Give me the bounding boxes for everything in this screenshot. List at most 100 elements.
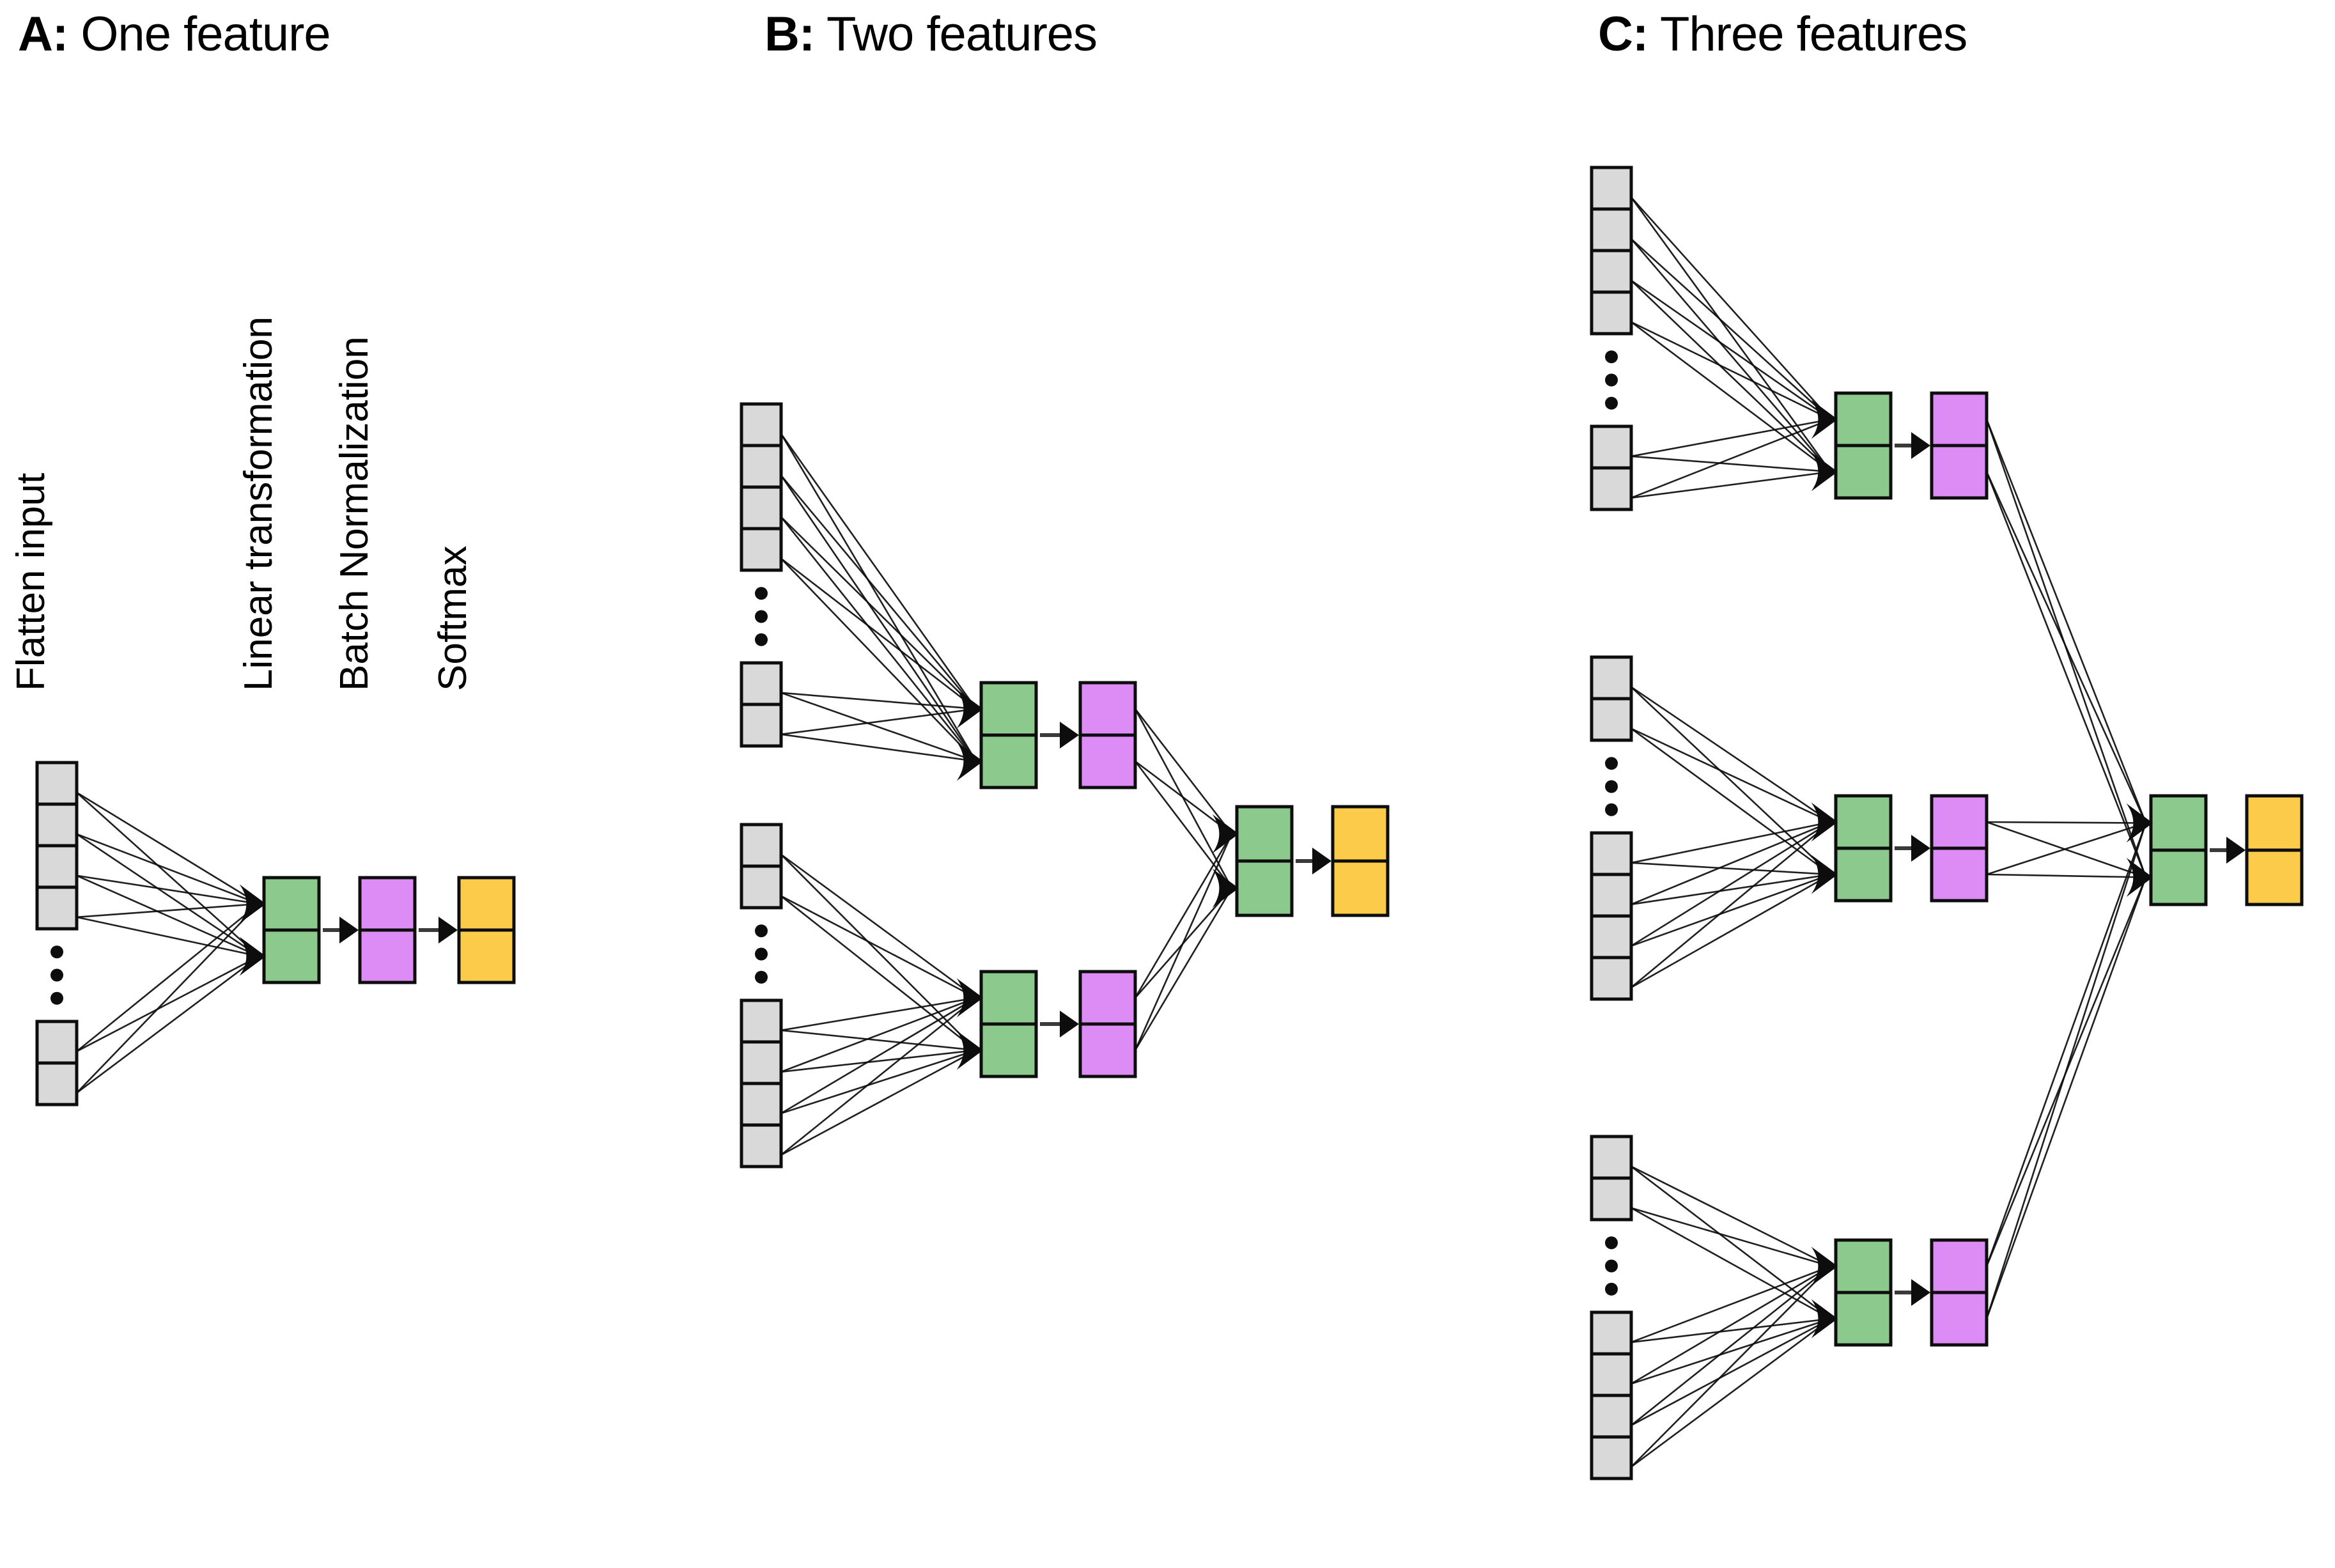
input-cell [740,485,783,531]
softmax-cell [457,928,516,984]
ellipsis-dot [1605,373,1618,387]
linear-block [979,970,1038,1078]
merge-softmax-block [1331,805,1390,917]
panel-one-feature [35,761,516,1106]
branch-2 [1590,655,1989,1001]
flatten-input-stack [35,761,79,1106]
linear-cell [1834,1291,1893,1347]
flow-arrow [2210,837,2246,864]
linear-cell [1834,846,1893,903]
batchnorm-block [1930,391,1989,500]
connection-line [1134,761,1233,889]
merge-linear-cell [1235,805,1294,863]
ellipsis-dot [755,924,768,938]
merge-linear-block [2149,794,2208,906]
ellipsis-dot [1605,803,1618,816]
merge-linear-block [1235,805,1294,917]
batchnorm-cell [1930,846,1989,903]
linear-block [979,681,1038,789]
connection-line [780,1049,977,1156]
input-cell [35,844,79,889]
arrowhead [2126,857,2153,897]
flow-arrow [1895,1279,1930,1306]
arrowhead [956,689,983,729]
input-cell [740,998,783,1044]
connection-line [1986,822,2146,876]
connection-line [1985,419,2147,823]
connection-line [76,874,260,905]
input-cell [1590,1176,1633,1222]
connection-line [780,475,977,762]
merge-edges [1134,708,1233,889]
linear-cell [1834,444,1893,500]
linear-block [262,876,321,984]
linear-cell [979,733,1038,789]
panel-caption: Two features [814,7,1098,61]
batchnorm-block [1078,681,1137,789]
input-cell [740,1040,783,1085]
ellipsis-dot [755,970,768,984]
arrowhead [1811,802,1838,842]
connection-line [76,833,260,958]
connection-line [1986,873,2146,878]
flow-arrow [1895,835,1930,862]
connection-line [780,516,977,710]
input-cell [1590,831,1633,876]
connection-edges [780,433,983,781]
ellipsis-dot [755,947,768,961]
input-cell [740,702,783,748]
ellipsis-dot [755,633,768,646]
batchnorm-cell [1930,391,1989,447]
connection-line [1631,1317,1831,1344]
connection-line [780,1049,977,1073]
batchnorm-cell [358,876,417,932]
connection-line [1631,1317,1831,1468]
panel-two-features [740,402,1390,1168]
connection-line [1631,418,1831,458]
linear-cell [262,928,321,984]
connection-line [1631,418,1831,499]
linear-cell [979,970,1038,1026]
merge-linear-cell [1235,859,1294,917]
input-cell [1590,1435,1633,1480]
connection-line [780,895,977,999]
connection-line [1631,1266,1831,1468]
input-cell [740,444,783,489]
input-cell [740,661,783,706]
connection-line [1631,821,1831,864]
connection-line [1631,1317,1831,1426]
ellipsis-dot [755,610,768,623]
linear-cell [1834,391,1893,447]
input-cell [35,885,79,931]
connection-line [1631,873,1831,988]
connection-line [780,1049,977,1115]
input-cell [35,1020,79,1065]
panel-tag: A: [18,7,68,61]
batchnorm-block [358,876,417,984]
panel-tag: C: [1598,7,1648,61]
branch-2 [740,823,1137,1168]
connection-line [1631,196,1831,420]
linear-cell [1834,1238,1893,1294]
arrow-head [1060,722,1079,749]
batchnorm-block [1930,794,1989,903]
connection-line [1631,873,1831,947]
ellipsis-dot [1605,757,1618,770]
connection-line [76,903,260,919]
ellipsis-dot [1605,1236,1618,1250]
connection-edges [1631,686,1838,988]
connection-line [1985,471,2147,878]
connection-line [780,433,977,710]
connection-line [1631,1207,1831,1320]
connection-line [780,557,977,710]
connection-line [1986,821,2146,878]
arrow-head [1060,1011,1079,1037]
connection-line [76,955,260,1052]
connection-line [780,997,977,1073]
linear-cell [262,876,321,932]
input-cell [1590,1310,1633,1356]
ellipsis-dot [50,968,63,982]
connection-line [1134,708,1233,835]
arrow-head [2226,837,2246,864]
arrowhead [1811,1299,1838,1339]
